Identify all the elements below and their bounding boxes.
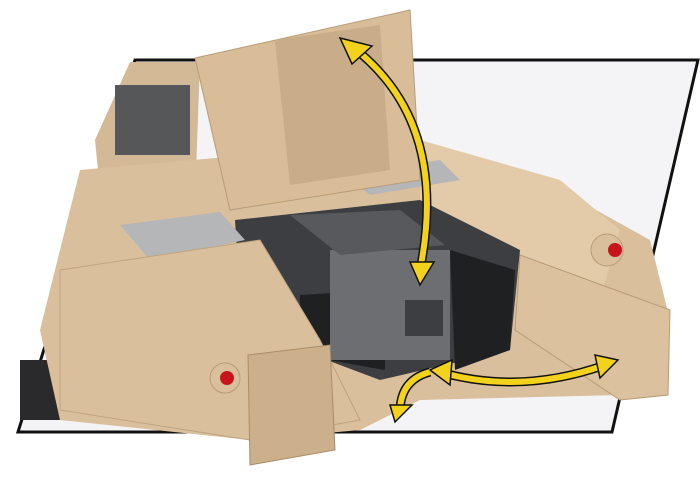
rear-light-right-lens xyxy=(608,243,622,257)
side-flap xyxy=(514,254,671,401)
rear-light-left-lens xyxy=(220,371,234,385)
engine-grille-right xyxy=(450,250,515,370)
engine-top xyxy=(290,210,445,255)
engine-port xyxy=(405,300,443,336)
turret-rack xyxy=(115,85,190,155)
rear-grille xyxy=(247,344,336,466)
rear-light-right xyxy=(590,233,624,267)
rotate-arrow-icon xyxy=(338,36,436,287)
grille-plate-left xyxy=(120,212,245,260)
hatch-inner xyxy=(275,25,390,185)
double-arrow-icon xyxy=(388,354,620,424)
